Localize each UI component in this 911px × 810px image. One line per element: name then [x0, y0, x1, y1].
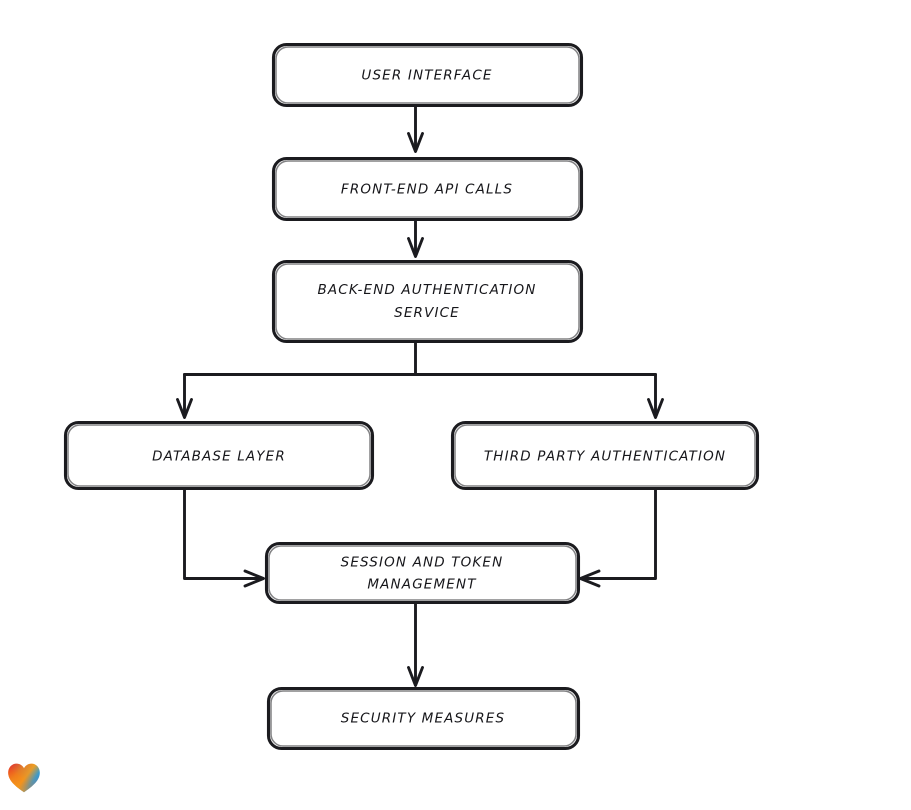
node-database-layer[interactable]: DATABASE LAYER — [63, 420, 375, 491]
node-label-back-end-auth-service-line1: BACK-END AUTHENTICATION — [317, 282, 536, 298]
node-label-front-end-api-calls: FRONT-END API CALLS — [341, 182, 513, 198]
node-label-database-layer: DATABASE LAYER — [152, 449, 286, 465]
node-label-security-measures: SECURITY MEASURES — [341, 711, 505, 727]
node-label-session-token-management-line1: SESSION AND TOKEN — [341, 555, 504, 571]
node-label-back-end-auth-service-line2: SERVICE — [394, 305, 460, 321]
node-third-party-auth[interactable]: THIRD PARTY AUTHENTICATION — [450, 420, 760, 491]
node-label-session-token-management-line2: MANAGEMENT — [367, 577, 477, 593]
node-back-end-auth-service[interactable]: BACK-END AUTHENTICATION SERVICE — [271, 259, 584, 344]
node-security-measures[interactable]: SECURITY MEASURES — [266, 686, 581, 751]
heart-icon — [8, 763, 40, 793]
node-label-user-interface: USER INTERFACE — [361, 68, 492, 84]
edge-third-party-auth-to-session-token-management — [579, 487, 657, 588]
node-label-third-party-auth: THIRD PARTY AUTHENTICATION — [484, 449, 726, 465]
node-session-token-management[interactable]: SESSION AND TOKEN MANAGEMENT — [264, 541, 581, 605]
edge-user-interface-to-front-end-api-calls — [407, 104, 424, 153]
edge-back-end-auth-service-branch — [176, 340, 664, 419]
edge-database-layer-to-session-token-management — [183, 487, 265, 588]
node-user-interface[interactable]: USER INTERFACE — [271, 42, 584, 108]
edge-session-token-management-to-security-measures — [407, 601, 424, 687]
edge-front-end-api-calls-to-back-end-auth-service — [407, 218, 424, 258]
node-front-end-api-calls[interactable]: FRONT-END API CALLS — [271, 156, 584, 222]
